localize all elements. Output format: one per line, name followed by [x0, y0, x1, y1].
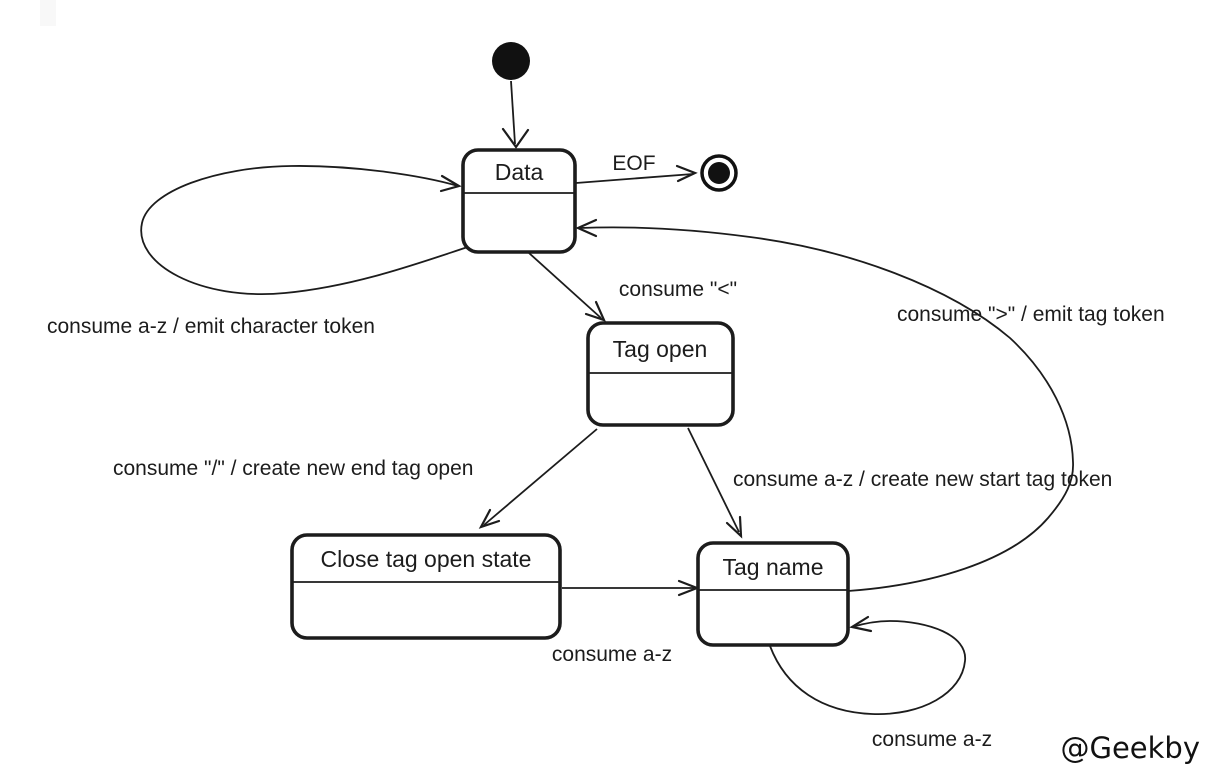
state-tag-open: Tag open — [586, 321, 735, 427]
transition-tag-open-to-close-tag-open: consume "/" / create new end tag open — [113, 428, 598, 529]
edge-line — [140, 165, 478, 295]
final-state-icon — [700, 154, 738, 192]
initial-state-icon — [492, 42, 530, 80]
transition-label: consume a-z — [552, 643, 672, 666]
arrowhead-icon — [849, 615, 873, 633]
scan-artifact — [40, 0, 56, 26]
transition-data-self-loop: consume a-z / emit character token — [47, 165, 478, 338]
edge-line — [769, 620, 966, 715]
transition-label: consume a-z / create new start tag token — [733, 468, 1112, 491]
transition-label: consume "<" — [619, 278, 737, 301]
edge-line — [528, 252, 602, 319]
transition-label: EOF — [612, 152, 655, 175]
arrowhead-icon — [478, 508, 501, 529]
transition-close-tag-open-to-tag-name: consume a-z — [552, 579, 701, 666]
state-box — [290, 533, 562, 640]
transition-label: consume a-z / emit character token — [47, 315, 375, 338]
arrowhead-icon — [675, 164, 698, 183]
state-box — [461, 148, 577, 254]
transition-tag-name-to-data: consume ">" / emit tag token — [575, 218, 1165, 592]
edge-line — [510, 80, 516, 145]
edge-line — [579, 226, 1074, 592]
transition-tag-open-to-tag-name: consume a-z / create new start tag token — [687, 427, 1112, 539]
final-state-dot — [708, 162, 730, 184]
transition-label: consume ">" / emit tag token — [897, 303, 1165, 326]
watermark-text: @Geekby — [1060, 731, 1200, 765]
state-box — [586, 321, 735, 427]
state-name-label: Data — [495, 159, 544, 185]
transition-label: consume a-z — [872, 728, 992, 751]
transition-initial-to-data — [501, 80, 530, 149]
state-name-label: Tag open — [613, 336, 708, 362]
edge-line — [575, 173, 694, 184]
arrowhead-icon — [439, 174, 462, 193]
edge-line — [687, 427, 740, 533]
edge-line — [483, 428, 598, 526]
state-name-label: Close tag open state — [321, 546, 532, 572]
state-data: Data — [461, 148, 577, 254]
state-tag-name: Tag name — [696, 541, 850, 647]
arrowhead-icon — [725, 515, 743, 539]
transition-label: consume "/" / create new end tag open — [113, 457, 473, 480]
transition-data-to-final: EOF — [575, 152, 698, 184]
arrowhead-icon — [584, 300, 607, 322]
state-close-tag-open: Close tag open state — [290, 533, 562, 640]
transition-tag-name-self-loop: consume a-z — [769, 615, 992, 751]
state-name-label: Tag name — [722, 554, 823, 580]
state-box — [696, 541, 850, 647]
arrowhead-icon — [575, 218, 598, 238]
transition-data-to-tag-open: consume "<" — [528, 252, 737, 322]
arrowhead-icon — [501, 127, 530, 149]
